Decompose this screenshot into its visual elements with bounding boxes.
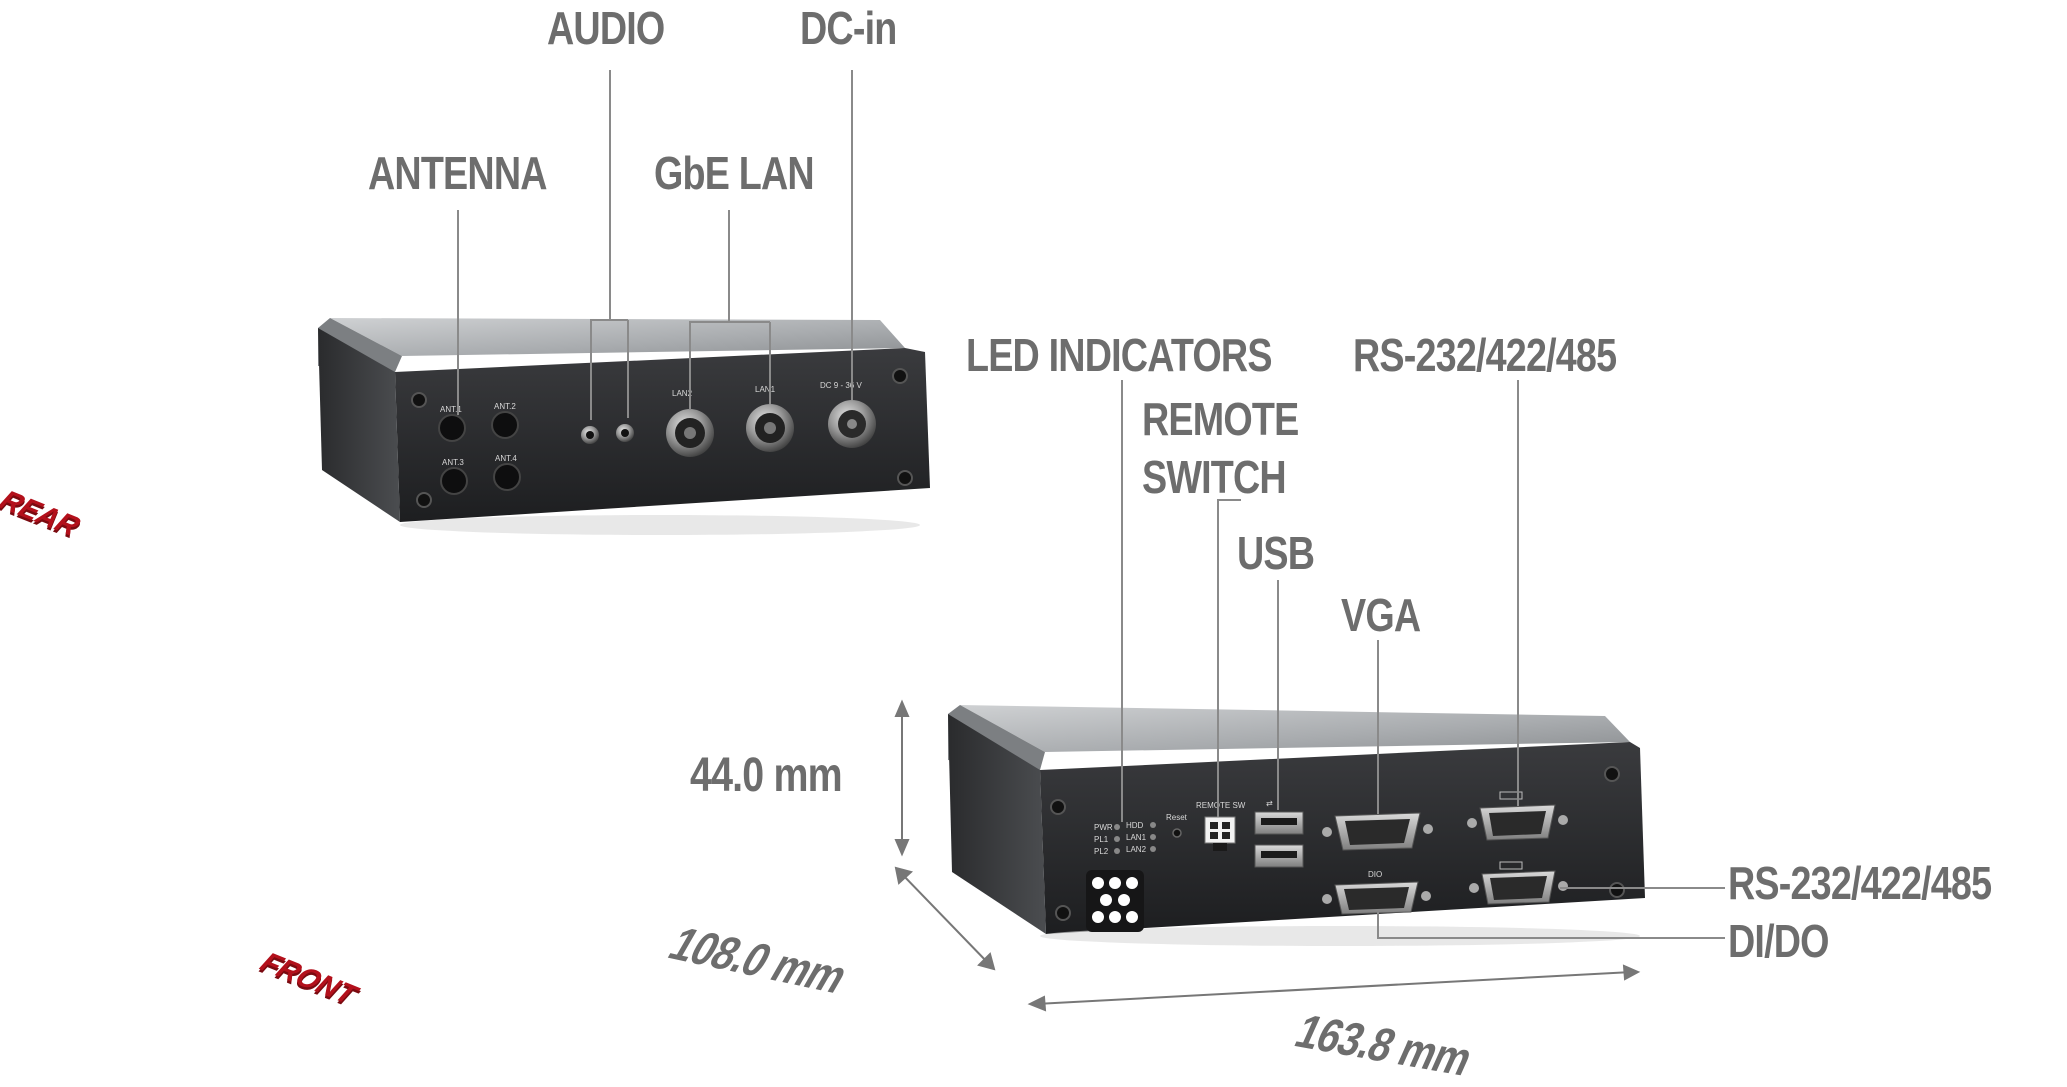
print-reset: Reset xyxy=(1166,813,1188,822)
callout-serial-top: RS-232/422/485 xyxy=(1353,329,1617,381)
rear-screw-tr xyxy=(892,368,908,384)
dimension-height: 44.0 mm xyxy=(690,749,843,802)
print-ant3: ANT.3 xyxy=(442,458,464,467)
print-dc: DC 9 - 36 V xyxy=(820,381,862,390)
front-screw-tr xyxy=(1604,766,1620,782)
print-lan1: LAN1 xyxy=(755,385,776,394)
rear-antenna-1 xyxy=(438,414,466,442)
callout-dido: DI/DO xyxy=(1728,915,1829,967)
led-pwr xyxy=(1114,824,1120,830)
print-ant1: ANT.1 xyxy=(440,405,462,414)
led-lan2 xyxy=(1150,846,1156,852)
print-dio: DIO xyxy=(1368,870,1382,879)
callout-led-indicators: LED INDICATORS xyxy=(966,329,1272,381)
front-shadow xyxy=(1040,926,1640,946)
front-top-surface xyxy=(960,705,1630,752)
callout-remote-line1: REMOTE xyxy=(1142,393,1299,445)
print-ant4: ANT.4 xyxy=(495,454,517,463)
callout-usb: USB xyxy=(1237,527,1315,579)
front-screw-bl xyxy=(1055,905,1071,921)
rear-unit: ANT.1 ANT.2 ANT.3 ANT.4 LAN2 LAN1 DC 9 -… xyxy=(318,318,930,535)
front-left-side xyxy=(948,714,1046,934)
callout-serial-right: RS-232/422/485 xyxy=(1728,857,1992,909)
led-hdd xyxy=(1150,822,1156,828)
rear-screw-bl xyxy=(416,492,432,508)
print-pwr: PWR xyxy=(1094,823,1113,832)
remote-switch-connector xyxy=(1204,816,1236,844)
brand-logo-icon xyxy=(1086,870,1144,932)
print-pl1: PL1 xyxy=(1094,835,1109,844)
print-lan1: LAN1 xyxy=(1126,833,1147,842)
rear-left-side xyxy=(318,328,400,522)
vga-screw-left xyxy=(1322,827,1332,837)
rear-antenna-3 xyxy=(440,467,468,495)
callout-dc-in: DC-in xyxy=(800,2,897,54)
front-screw-br xyxy=(1609,882,1625,898)
print-ant2: ANT.2 xyxy=(494,402,516,411)
callout-gbe-lan: GbE LAN xyxy=(654,147,815,199)
callout-antenna: ANTENNA xyxy=(368,147,547,199)
dimension-arrows xyxy=(894,699,1641,1012)
print-remote-sw: REMOTE SW xyxy=(1196,801,1246,810)
front-screw-tl xyxy=(1050,799,1066,815)
led-lan1 xyxy=(1150,834,1156,840)
rear-face xyxy=(395,348,930,522)
callout-audio: AUDIO xyxy=(547,2,665,54)
rear-antenna-2 xyxy=(491,411,519,439)
print-lan2-front: LAN2 xyxy=(1126,845,1147,854)
leader-lines xyxy=(457,70,1725,939)
callout-vga: VGA xyxy=(1341,589,1421,641)
rear-antenna-4 xyxy=(493,463,521,491)
rear-top-surface xyxy=(330,318,905,356)
print-pl2: PL2 xyxy=(1094,847,1109,856)
rear-shadow xyxy=(400,515,920,535)
led-pl1 xyxy=(1114,836,1120,842)
reset-button xyxy=(1172,828,1182,838)
print-lan2: LAN2 xyxy=(672,389,693,398)
rear-screw-tl xyxy=(411,392,427,408)
callout-remote-line2: SWITCH xyxy=(1142,451,1287,503)
led-pl2 xyxy=(1114,848,1120,854)
print-hdd: HDD xyxy=(1126,821,1144,830)
front-unit: PWR HDD PL1 LAN1 PL2 LAN2 Reset REMOTE S… xyxy=(948,705,1645,946)
rear-screw-br xyxy=(897,470,913,486)
usb-glyph-icon: ⇄ xyxy=(1266,799,1273,808)
vga-screw-right xyxy=(1423,824,1433,834)
